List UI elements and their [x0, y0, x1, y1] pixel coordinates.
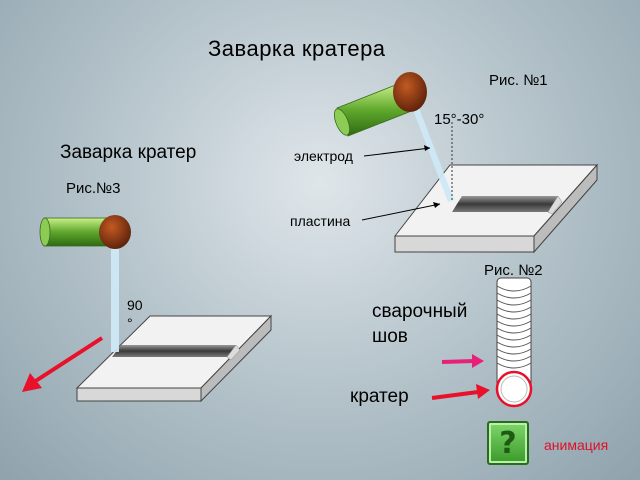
- weld-crater-heading: Заварка кратер: [60, 142, 197, 163]
- plate-fig3: [75, 314, 273, 403]
- weld-seam-fig1: [452, 195, 563, 215]
- question-mark-icon: ?: [499, 425, 517, 461]
- crater-circle: [495, 370, 533, 408]
- animation-link[interactable]: анимация: [544, 437, 609, 453]
- page-title: Заварка кратера: [208, 36, 386, 61]
- help-button[interactable]: ?: [487, 421, 529, 465]
- figure-1-caption: Рис. №1: [489, 72, 548, 89]
- angle-label: 15°-30°: [434, 111, 485, 128]
- angle-90-label: 90 °: [127, 297, 143, 331]
- plate-label: пластина: [290, 213, 351, 229]
- figure-3-caption: Рис.№3: [66, 180, 121, 197]
- weld-seam-fig3: [112, 344, 241, 361]
- arrow-icon: [441, 354, 484, 368]
- electrode-holder-icon: [333, 72, 427, 137]
- callout-lines: [361, 145, 441, 221]
- arrow-icon: [22, 336, 104, 392]
- electrode-holder-icon: [39, 215, 131, 249]
- crater-label: кратер: [350, 386, 409, 407]
- arrow-icon: [431, 384, 490, 400]
- electrode-fig3: [39, 215, 131, 352]
- weld-seam-label: сварочный шов: [372, 301, 468, 347]
- figure-2-caption: Рис. №2: [484, 262, 543, 279]
- electrode-fig1: [333, 72, 454, 202]
- electrode-label: электрод: [294, 148, 353, 164]
